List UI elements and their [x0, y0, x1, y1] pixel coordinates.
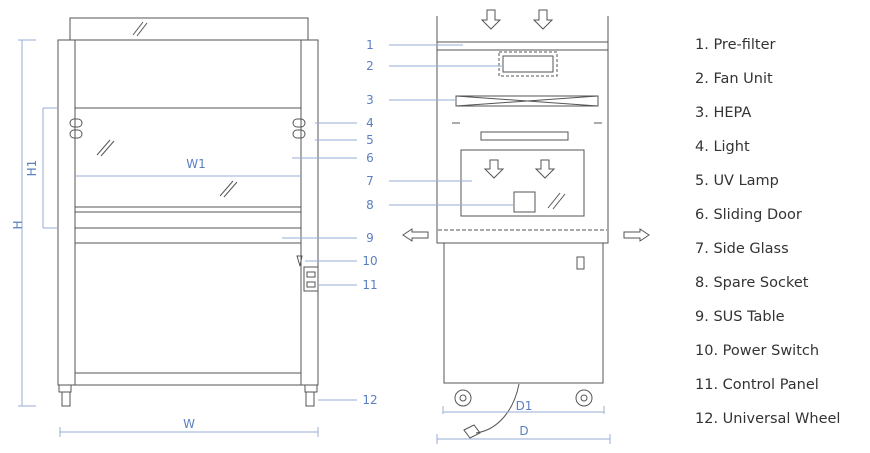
callout-number: 7 — [366, 174, 374, 188]
callout-number: 5 — [366, 133, 374, 147]
legend-item: 10. Power Switch — [695, 343, 820, 359]
front-view-dimensions — [18, 39, 319, 437]
callout-number: 9 — [366, 231, 374, 245]
dimension-label-h: H — [11, 220, 25, 229]
legend-item: 2. Fan Unit — [695, 71, 773, 87]
legend-item: 3. HEPA — [695, 105, 752, 121]
dimension-label-h1: H1 — [25, 160, 39, 177]
dimension-label-d1: D1 — [516, 399, 533, 413]
front-view-cabinet — [57, 17, 319, 407]
legend-item: 1. Pre-filter — [695, 37, 776, 53]
callout-number: 11 — [362, 278, 377, 292]
callout-number: 4 — [366, 116, 374, 130]
side-view-dimensions — [282, 44, 611, 444]
legend-item: 4. Light — [695, 139, 750, 155]
dimension-label-w: W — [183, 417, 195, 431]
callout-number: 2 — [366, 59, 374, 73]
side-view-cabinet — [402, 9, 650, 439]
callout-number: 6 — [366, 151, 374, 165]
legend-item: 11. Control Panel — [695, 377, 819, 393]
dimension-label-w1: W1 — [186, 157, 206, 171]
dimension-label-d: D — [519, 424, 528, 438]
legend-item: 8. Spare Socket — [695, 275, 809, 291]
parts-legend: 1. Pre-filter 2. Fan Unit 3. HEPA 4. Lig… — [695, 34, 840, 442]
callout-number: 1 — [366, 38, 374, 52]
legend-item: 6. Sliding Door — [695, 207, 802, 223]
callout-number: 3 — [366, 93, 374, 107]
callout-number: 10 — [362, 254, 377, 268]
legend-item: 7. Side Glass — [695, 241, 789, 257]
callout-number: 12 — [362, 393, 377, 407]
legend-item: 12. Universal Wheel — [695, 411, 841, 427]
legend-item: 9. SUS Table — [695, 309, 785, 325]
callout-number: 8 — [366, 198, 374, 212]
legend-item: 5. UV Lamp — [695, 173, 779, 189]
